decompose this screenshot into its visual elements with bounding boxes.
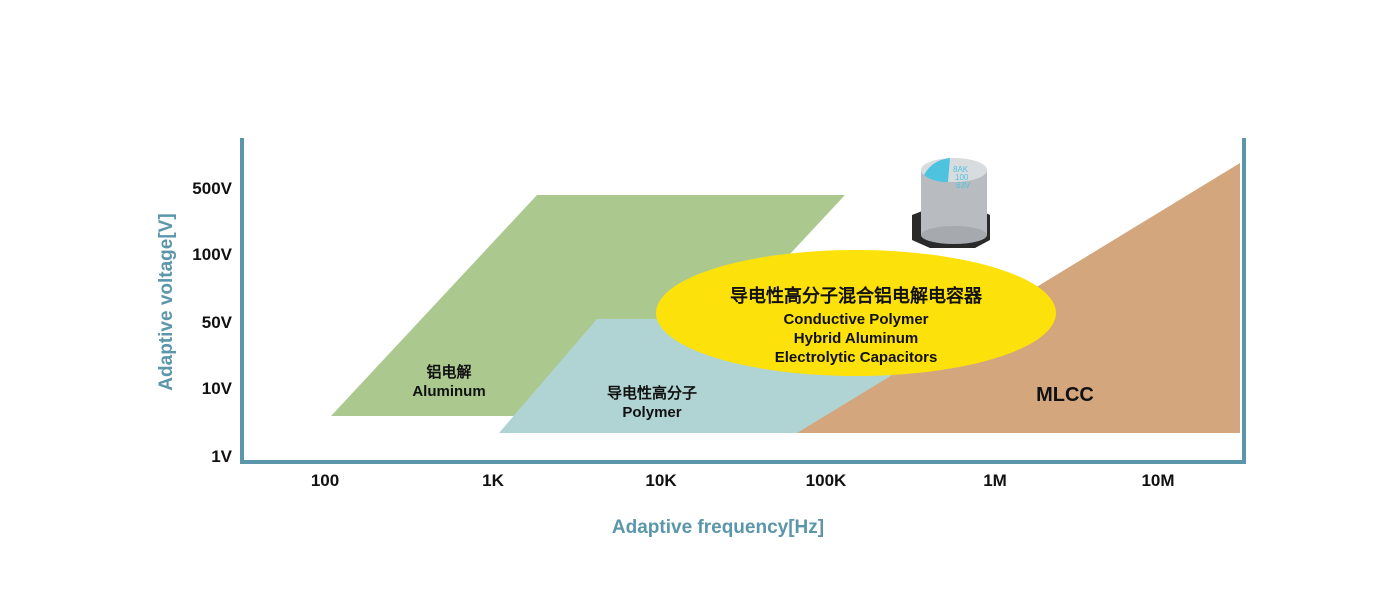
- y-tick-label: 100V: [192, 245, 232, 264]
- x-tick-label: 10K: [645, 471, 677, 490]
- x-tick-label: 100K: [806, 471, 847, 490]
- y-tick-label: 10V: [202, 379, 233, 398]
- x-tick-label: 1K: [482, 471, 504, 490]
- x-tick-label: 10M: [1141, 471, 1174, 490]
- x-axis-title: Adaptive frequency[Hz]: [612, 517, 824, 538]
- capacitor-image: 8AK 100 63V: [912, 158, 990, 248]
- capacitor-marking: 8AK: [953, 165, 969, 174]
- mlcc-label: MLCC: [1036, 384, 1094, 406]
- capacitor-marking: 63V: [956, 181, 971, 190]
- polymer-label-en: Polymer: [622, 404, 681, 421]
- y-tick-label: 1V: [211, 447, 232, 466]
- polymer-label-cn: 导电性高分子: [607, 384, 697, 402]
- aluminum-region: [331, 195, 845, 416]
- hybrid-label-en: Electrolytic Capacitors: [775, 349, 938, 366]
- y-tick-label: 50V: [202, 313, 233, 332]
- axes-frame: [240, 138, 1246, 464]
- y-tick-label: 500V: [192, 179, 232, 198]
- hybrid-region: [656, 250, 1056, 376]
- x-tick-label: 1M: [983, 471, 1007, 490]
- y-axis-title: Adaptive voltage[V]: [156, 213, 177, 390]
- hybrid-label-en: Conductive Polymer: [783, 311, 928, 328]
- hybrid-label-cn: 导电性高分子混合铝电解电容器: [730, 285, 983, 306]
- capacitor-marking: 100: [955, 173, 969, 182]
- aluminum-label-cn: 铝电解: [426, 363, 471, 381]
- hybrid-label-en: Hybrid Aluminum: [794, 330, 918, 347]
- aluminum-label-en: Aluminum: [412, 383, 485, 400]
- x-tick-label: 100: [311, 471, 339, 490]
